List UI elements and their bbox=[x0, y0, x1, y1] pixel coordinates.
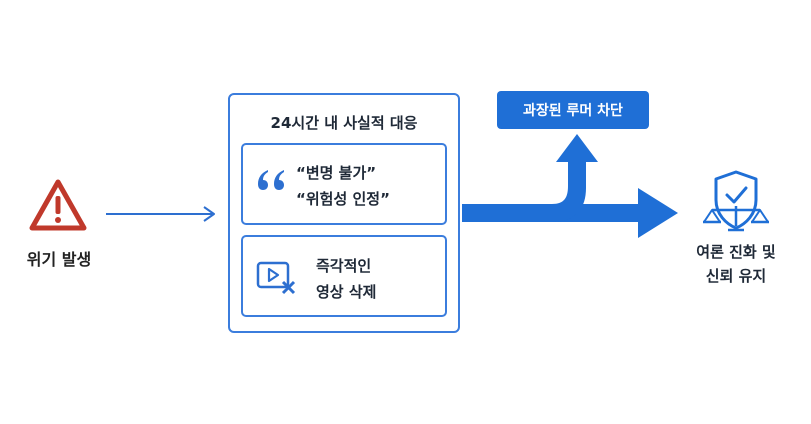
warning-triangle-icon bbox=[28, 178, 88, 232]
statement-line-1: “변명 불가” bbox=[296, 164, 377, 182]
shield-scales-icon bbox=[700, 170, 772, 234]
statement-line-2: “위험성 인정” bbox=[296, 190, 390, 208]
outcome-label: 여론 진화 및 신뢰 유지 bbox=[668, 240, 804, 288]
quote-icon bbox=[256, 166, 286, 192]
flow-arrows bbox=[456, 130, 686, 240]
input-arrow bbox=[104, 203, 222, 225]
video-delete-icon bbox=[256, 259, 298, 297]
video-delete-line-2: 영상 삭제 bbox=[316, 283, 377, 301]
outcome-line-2: 신뢰 유지 bbox=[705, 267, 767, 285]
video-delete-text: 즉각적인 영상 삭제 bbox=[316, 253, 436, 305]
statement-text: “변명 불가” “위험성 인정” bbox=[296, 160, 446, 212]
blocked-rumor-badge: 과장된 루머 차단 bbox=[497, 91, 649, 129]
crisis-label: 위기 발생 bbox=[26, 250, 92, 269]
outcome-line-1: 여론 진화 및 bbox=[696, 243, 776, 261]
video-delete-line-1: 즉각적인 bbox=[316, 257, 372, 275]
response-panel-title: 24시간 내 사실적 대응 bbox=[270, 114, 418, 132]
